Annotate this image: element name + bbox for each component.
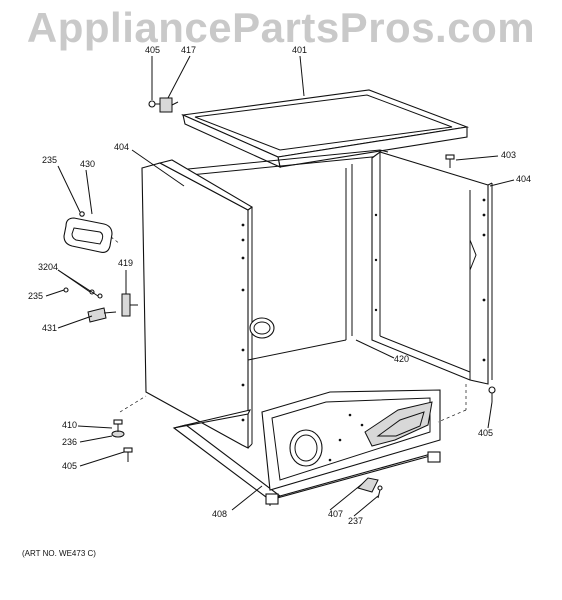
cabinet-back-frame (167, 149, 389, 361)
part-label-408: 408 (212, 509, 228, 519)
part-label-419: 419 (118, 258, 134, 268)
art-number: (ART NO. WE473 C) (22, 549, 96, 558)
part-label-405-bottom: 405 (62, 461, 78, 471)
screw-403 (445, 154, 455, 168)
part-label-405: 405 (145, 45, 161, 55)
handle-bracket (63, 211, 113, 253)
part-label-430: 430 (80, 159, 96, 169)
rear-duct-hole (249, 317, 275, 339)
part-label-410: 410 (62, 420, 78, 430)
part-label-420: 420 (394, 354, 410, 364)
part-label-404-right: 404 (516, 174, 532, 184)
front-bulkhead (261, 389, 441, 491)
base-frame (172, 409, 441, 506)
part-label-235-top: 235 (42, 155, 58, 165)
part-label-236: 236 (62, 437, 78, 447)
leader-lines (45, 55, 515, 517)
left-side-panel (141, 159, 253, 449)
part-label-405-right: 405 (478, 428, 494, 438)
top-cover (180, 89, 470, 168)
leveling-foot (111, 419, 133, 462)
part-label-403: 403 (501, 150, 517, 160)
screw-405-right (488, 386, 496, 402)
part-label-431: 431 (42, 323, 58, 333)
hinge-bracket (148, 97, 179, 113)
part-label-407: 407 (328, 509, 344, 519)
bracket-431 (87, 307, 117, 323)
right-side-panel (371, 151, 493, 385)
hidden-lines (91, 221, 467, 423)
part-label-235-bottom: 235 (28, 291, 44, 301)
part-label-3204: 3204 (38, 262, 59, 272)
part-label-237: 237 (348, 516, 364, 526)
foot-407 (357, 477, 383, 499)
part-label-417: 417 (181, 45, 197, 55)
part-label-401: 401 (292, 45, 308, 55)
part-label-404-left: 404 (114, 142, 130, 152)
watermark: AppliancePartsPros.com (26, 4, 536, 51)
